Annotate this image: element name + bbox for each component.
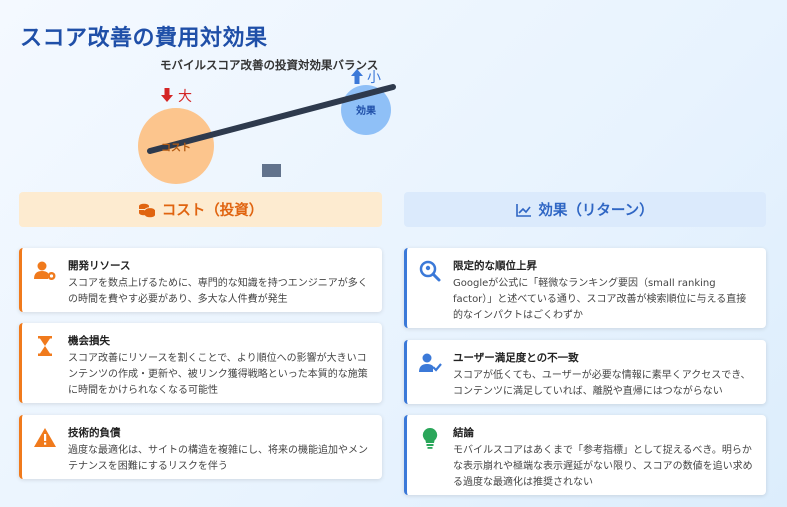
- chart-line-icon: [516, 203, 532, 217]
- card-title: 結論: [453, 427, 474, 439]
- warning-icon: [33, 426, 57, 450]
- arrow-up-icon: [351, 69, 363, 84]
- card-title: 機会損失: [68, 335, 110, 347]
- card-title: 限定的な順位上昇: [453, 260, 537, 272]
- cost-marker: 大: [178, 89, 192, 105]
- cost-header: コスト（投資）: [19, 192, 382, 227]
- effect-marker: 小: [367, 70, 381, 86]
- arrow-down-icon: [161, 88, 173, 102]
- card-title: 技術的負債: [68, 427, 121, 439]
- card-title: 開発リソース: [68, 260, 131, 272]
- card-dev-resource: 開発リソース スコアを数点上げるために、専門的な知識を持つエンジニアが多くの時間…: [19, 248, 382, 312]
- card-body: スコアが低くても、ユーザーが必要な情報に素早くアクセスでき、コンテンツに満足して…: [453, 370, 751, 397]
- card-title: ユーザー満足度との不一致: [453, 352, 579, 364]
- card-body: 過度な最適化は、サイトの構造を複雑にし、将来の機能追加やメンテナンスを困難にする…: [68, 445, 368, 472]
- coins-icon: [138, 202, 156, 218]
- card-user-satisfaction: ユーザー満足度との不一致 スコアが低くても、ユーザーが必要な情報に素早くアクセス…: [404, 340, 766, 404]
- effect-circle-label: 効果: [356, 104, 377, 117]
- cost-header-label: コスト（投資）: [161, 203, 264, 219]
- card-body: スコア改善にリソースを割くことで、より順位への影響が大きいコンテンツの作成・更新…: [68, 353, 368, 396]
- balance-diagram: モバイルスコア改善の投資対効果バランス コスト 効果 大 小: [0, 0, 787, 190]
- hourglass-icon: [33, 334, 57, 358]
- balance-beam: [147, 84, 396, 154]
- cost-circle-label: コスト: [161, 142, 191, 154]
- lightbulb-icon: [418, 426, 442, 450]
- effect-header: 効果（リターン）: [404, 192, 766, 227]
- user-gear-icon: [33, 259, 57, 283]
- card-tech-debt: 技術的負債 過度な最適化は、サイトの構造を複雑にし、将来の機能追加やメンテナンス…: [19, 415, 382, 479]
- diagram-title: モバイルスコア改善の投資対効果バランス: [160, 58, 379, 72]
- card-body: スコアを数点上げるために、専門的な知識を持つエンジニアが多くの時間を費やす必要が…: [68, 278, 368, 305]
- page-title: スコア改善の費用対効果: [20, 26, 268, 51]
- card-limited-rank: 限定的な順位上昇 Googleが公式に「軽微なランキング要因（small ran…: [404, 248, 766, 328]
- card-body: モバイルスコアはあくまで「参考指標」として捉えるべき。明らかな表示崩れや極端な表…: [453, 445, 753, 488]
- card-conclusion: 結論 モバイルスコアはあくまで「参考指標」として捉えるべき。明らかな表示崩れや極…: [404, 415, 766, 495]
- effect-header-label: 効果（リターン）: [538, 203, 654, 219]
- card-body: Googleが公式に「軽微なランキング要因（small ranking fact…: [453, 278, 747, 321]
- search-location-icon: [418, 259, 442, 283]
- fulcrum: [262, 164, 281, 177]
- balance-svg: コスト 効果 大 小: [138, 69, 396, 184]
- user-check-icon: [418, 351, 442, 375]
- card-opportunity-loss: 機会損失 スコア改善にリソースを割くことで、より順位への影響が大きいコンテンツの…: [19, 323, 382, 403]
